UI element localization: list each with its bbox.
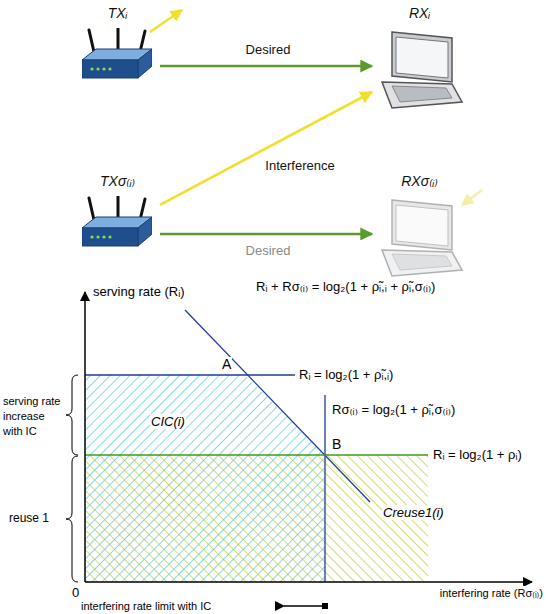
desired-link [160, 65, 372, 68]
router-icon [82, 28, 152, 78]
interference-arrow [150, 10, 182, 32]
brace [66, 456, 78, 582]
ic-interfering-limit [324, 395, 325, 582]
chart-label: B [331, 437, 342, 452]
y-axis [84, 292, 86, 582]
limit-marker [322, 603, 328, 609]
ic-serving-limit [85, 374, 295, 375]
device-label: RXσ₍ᵢ₎ [372, 172, 467, 190]
chart-label: serving rate increase with IC [2, 394, 66, 439]
desired-link [160, 233, 372, 236]
device-label: RXᵢ [372, 4, 467, 22]
device-label: TXσ₍ᵢ₎ [75, 172, 160, 190]
receiver: RXᵢ [372, 4, 467, 114]
chart-label: serving rate (Rᵢ) [92, 284, 186, 299]
reuse-region [85, 455, 428, 582]
chart-label: Rᵢ + Rσ₍ᵢ₎ = log₂(1 + ρ̃ᵢ,ᵢ + ρ̃ᵢ,σ₍ᵢ₎) [255, 279, 436, 294]
laptop-icon [382, 32, 462, 108]
chart-label: A [221, 357, 232, 372]
chart-label: Rσ₍ᵢ₎ = log₂(1 + ρ̃ᵢ,σ₍ᵢ₎) [331, 402, 456, 417]
interference-arrow [462, 190, 482, 205]
device-label: TXᵢ [75, 4, 160, 22]
link-label: Desired [244, 243, 293, 258]
laptop-icon [382, 200, 462, 276]
chart-label: Rᵢ = log₂(1 + ρ̃ᵢ,ᵢ) [298, 367, 394, 382]
chart-label: 0 [71, 585, 80, 600]
transmitter: TXσ₍ᵢ₎ [75, 172, 160, 254]
chart-label: interfering rate (Rσ₍ᵢ₎) [439, 586, 544, 601]
brace [66, 375, 78, 455]
link-label: Desired [244, 42, 293, 57]
limit-arrow [284, 605, 325, 607]
transmitter: TXᵢ [75, 4, 160, 84]
receiver: RXσ₍ᵢ₎ [372, 172, 467, 280]
chart-label: reuse 1 [8, 511, 50, 526]
interference-link [160, 92, 372, 205]
reuse-limit [85, 454, 428, 455]
chart-label: Creuse1(i) [382, 505, 445, 520]
chart-label: Rᵢ = log₂(1 + ρᵢ) [432, 447, 523, 462]
link-label: Interference [263, 158, 336, 173]
router-icon [82, 196, 152, 246]
chart-label: CIC(i) [150, 414, 186, 429]
chart-label: interfering rate limit with IC [80, 599, 212, 614]
x-axis [85, 581, 532, 583]
